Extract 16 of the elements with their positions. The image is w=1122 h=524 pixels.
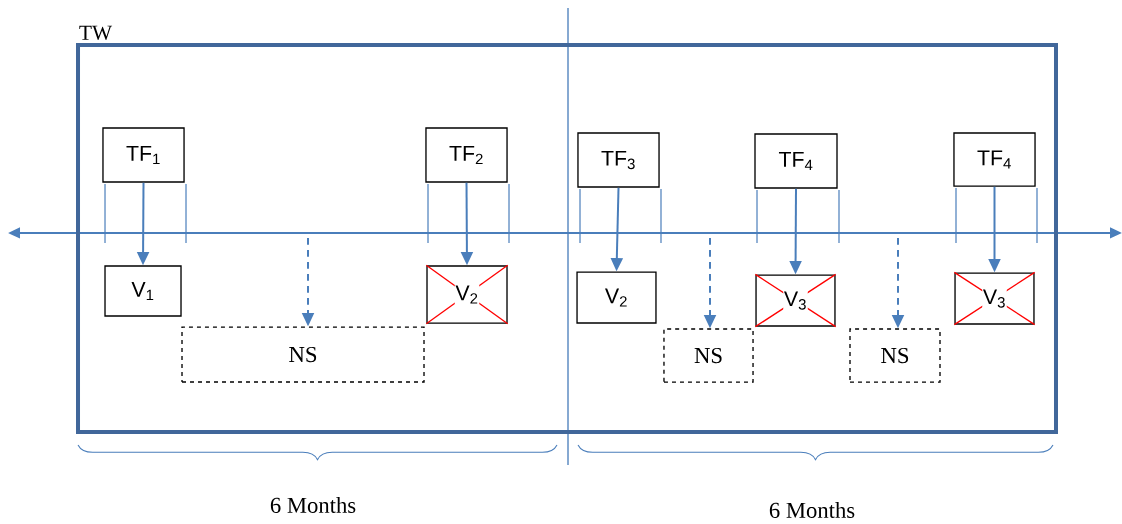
box: TF$_{4}$ [953, 132, 1036, 187]
duration-label: 6 Months [769, 502, 855, 518]
dashed-box: NS [849, 328, 941, 383]
box: V$_{2}$ [576, 271, 657, 324]
crossed-box: V$_{2}$ [425, 264, 509, 325]
box: TF$_{1}$ [102, 127, 185, 183]
box: TF$_{3}$ [577, 132, 660, 188]
duration-label: 6 Months [270, 497, 356, 513]
dashed-box: NS [181, 326, 425, 383]
box: V$_{1}$ [104, 265, 182, 317]
dashed-box: NS [663, 328, 754, 383]
box: TF$_{2}$ [425, 127, 508, 183]
crossed-box: V$_{3}$ [754, 273, 837, 328]
crossed-box: V$_{3}$ [953, 271, 1036, 326]
node-label: TW [79, 25, 113, 41]
box: TF$_{4}$ [754, 133, 838, 189]
